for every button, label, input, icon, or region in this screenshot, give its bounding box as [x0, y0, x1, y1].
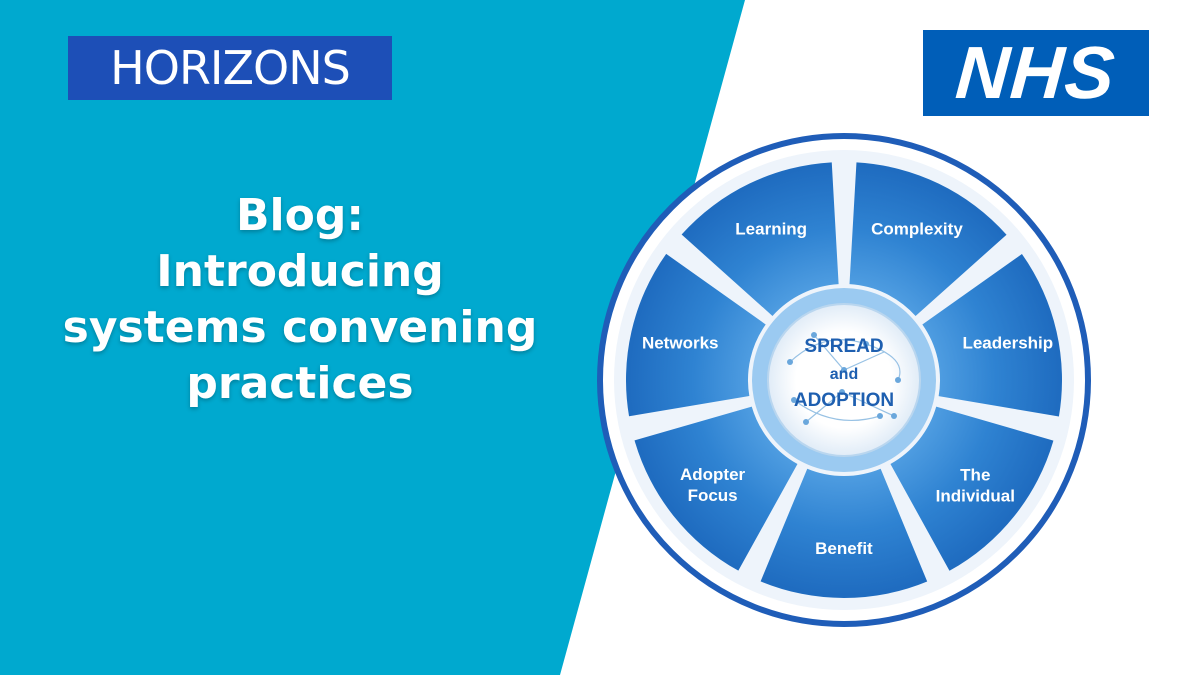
- segment-label-the-individual-1: The: [960, 465, 990, 484]
- segment-benefit: [760, 468, 928, 598]
- segment-the-individual: [890, 406, 1054, 571]
- segment-label-complexity-1: Complexity: [871, 220, 963, 239]
- segment-label-leadership-1: Leadership: [962, 334, 1053, 353]
- nhs-logo: NHS: [923, 30, 1149, 116]
- horizons-logo-text: HORIZONS: [110, 41, 351, 95]
- hub-label-line-3: ADOPTION: [794, 390, 894, 411]
- hub-network-nodes: [787, 332, 901, 425]
- hub-label-line-2: and: [830, 366, 858, 383]
- segment-label-adopter-focus-1: Adopter: [680, 465, 746, 484]
- headline-line-4: practices: [186, 358, 414, 409]
- hub-label-line-1: SPREAD: [804, 336, 883, 357]
- segment-complexity: [849, 162, 1007, 317]
- spread-adoption-wheel: Learning ComplexityLeadershipTheIndividua…: [597, 133, 1091, 627]
- teal-panel: [0, 0, 745, 675]
- blog-headline: Blog: Introducing systems convening prac…: [20, 188, 580, 412]
- headline-line-3: systems convening: [62, 302, 538, 353]
- segment-label-adopter-focus-2: Focus: [688, 486, 738, 505]
- headline-line-1: Blog:: [236, 190, 364, 241]
- segment-adopter-focus: [634, 406, 798, 571]
- horizons-logo: HORIZONS: [68, 36, 392, 100]
- segment-label-benefit-1: Benefit: [815, 539, 873, 558]
- nhs-logo-text: NHS: [953, 31, 1119, 114]
- segment-label-networks-1: Networks: [642, 334, 719, 353]
- segment-label-learning-1: Learning: [735, 220, 807, 239]
- headline-line-2: Introducing: [156, 246, 444, 297]
- wheel-segments: Learning ComplexityLeadershipTheIndividua…: [626, 162, 1062, 598]
- segment-leadership: [922, 254, 1062, 417]
- segment-learning: [681, 162, 839, 316]
- segment-label-the-individual-2: Individual: [936, 486, 1015, 505]
- segment-networks: [626, 253, 766, 417]
